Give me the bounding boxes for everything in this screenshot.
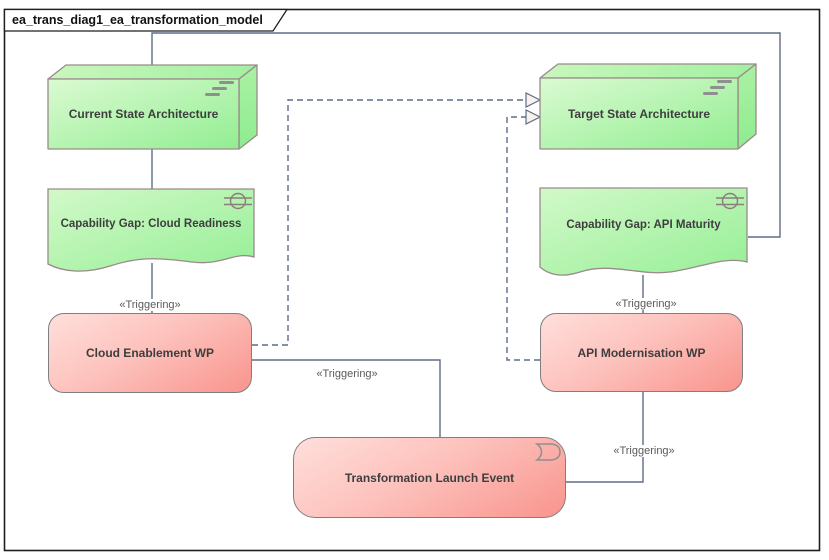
plateau-icon <box>205 81 234 96</box>
diagram-frame-tab <box>3 8 289 32</box>
node-capability-gap-api-maturity[interactable] <box>539 187 748 276</box>
connector-current-to-gap-api[interactable] <box>151 32 781 238</box>
node-target-state-architecture[interactable] <box>539 63 757 150</box>
realization-arrowhead <box>525 92 542 108</box>
connector-event-to-wp-api[interactable] <box>566 392 644 483</box>
gap-icon <box>224 192 252 210</box>
connector-wp-cloud-realizes-target[interactable] <box>252 99 526 346</box>
node-capability-gap-cloud-readiness[interactable] <box>47 188 255 272</box>
node-cloud-enablement-wp[interactable] <box>48 313 252 393</box>
gap-icon <box>716 192 744 210</box>
plateau-icon <box>703 80 732 95</box>
realization-arrowhead <box>525 109 542 125</box>
connector-event-to-wp-cloud[interactable] <box>252 359 441 437</box>
diagram-frame <box>3 8 821 552</box>
node-transformation-launch-event[interactable] <box>293 437 566 518</box>
node-api-modernisation-wp[interactable] <box>540 313 743 392</box>
node-current-state-architecture[interactable] <box>47 64 258 150</box>
connector-wp-api-realizes-target[interactable] <box>506 116 540 361</box>
diagram-title: ea_trans_diag1_ea_transformation_model <box>12 13 263 27</box>
